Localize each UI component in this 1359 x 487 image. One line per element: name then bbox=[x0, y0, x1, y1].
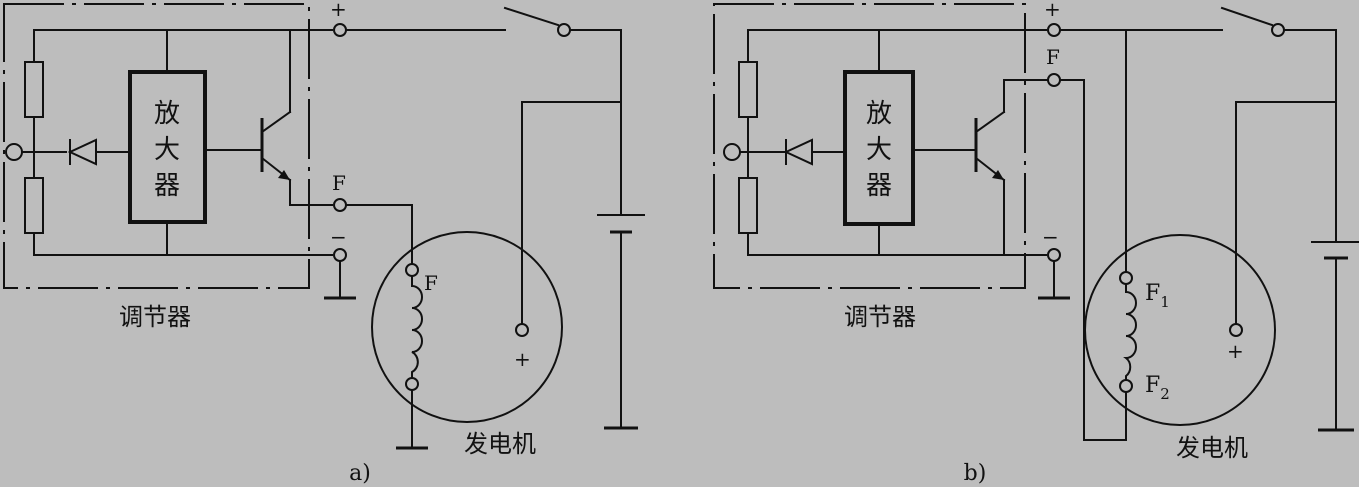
resistor-upper-a bbox=[24, 61, 44, 118]
resistor-lower-a bbox=[24, 177, 44, 234]
plus-terminal-b bbox=[1047, 23, 1061, 37]
minus-terminal-label-b: − bbox=[1042, 225, 1059, 249]
amplifier-char-1-a: 放 bbox=[154, 99, 180, 129]
field-F1-letter-b: F bbox=[1145, 281, 1160, 306]
diode-b bbox=[783, 138, 813, 166]
sense-point-a bbox=[5, 143, 23, 161]
field-terminal-top-a bbox=[405, 263, 419, 277]
generator-label-a: 发电机 bbox=[464, 430, 536, 458]
regulator-box-b bbox=[713, 3, 1026, 289]
minus-terminal-label-a: − bbox=[330, 225, 347, 249]
amplifier-char-2-a: 大 bbox=[154, 135, 180, 165]
plus-terminal-label-a: + bbox=[330, 0, 347, 21]
field-coil-a bbox=[411, 275, 423, 379]
emitter-arrow-a bbox=[278, 170, 290, 180]
field-F2-label-b: F2 bbox=[1145, 373, 1170, 403]
switch-blade-a bbox=[503, 6, 560, 27]
plus-terminal-label-b: + bbox=[1044, 0, 1061, 21]
field-F2-letter-b: F bbox=[1145, 373, 1160, 398]
field-terminal-F1-b bbox=[1119, 271, 1133, 285]
F-terminal-label-b: F bbox=[1046, 45, 1060, 69]
caption-a: a) bbox=[349, 461, 371, 486]
F-terminal-a bbox=[333, 198, 347, 212]
resistor-upper-b bbox=[738, 61, 758, 118]
minus-terminal-b bbox=[1047, 248, 1061, 262]
generator-plus-terminal-a bbox=[515, 323, 529, 337]
switch-contact-b bbox=[1271, 23, 1285, 37]
generator-plus-label-a: + bbox=[514, 347, 531, 371]
generator-F-label-a: F bbox=[424, 271, 438, 295]
amplifier-char-2-b: 大 bbox=[866, 135, 892, 165]
generator-label-b: 发电机 bbox=[1176, 434, 1248, 462]
generator-circle-b bbox=[1084, 234, 1276, 426]
switch-contact-a bbox=[557, 23, 571, 37]
panel-a: + − 放 大 器 F bbox=[3, 0, 645, 486]
resistor-lower-b bbox=[738, 177, 758, 234]
amplifier-char-3-b: 器 bbox=[866, 171, 892, 201]
minus-terminal-a bbox=[333, 248, 347, 262]
field-terminal-bottom-a bbox=[405, 377, 419, 391]
transistor-collector-a bbox=[260, 110, 292, 134]
regulator-label-b: 调节器 bbox=[844, 303, 916, 331]
switch-blade-b bbox=[1220, 6, 1274, 27]
field-F1-label-b: F1 bbox=[1145, 281, 1170, 311]
generator-circle-a bbox=[371, 231, 563, 423]
emitter-arrow-b bbox=[992, 170, 1004, 180]
caption-b: b) bbox=[964, 461, 987, 486]
regulator-box-a bbox=[3, 3, 310, 289]
generator-plus-label-b: + bbox=[1227, 339, 1244, 363]
field-F1-subscript-b: 1 bbox=[1160, 293, 1170, 311]
F-terminal-label-a: F bbox=[332, 171, 346, 195]
plus-terminal-a bbox=[333, 23, 347, 37]
amplifier-char-1-b: 放 bbox=[866, 99, 892, 129]
field-F2-subscript-b: 2 bbox=[1160, 385, 1170, 403]
field-coil-b bbox=[1123, 283, 1137, 381]
transistor-collector-b bbox=[974, 110, 1006, 134]
regulator-label-a: 调节器 bbox=[119, 303, 191, 331]
generator-plus-terminal-b bbox=[1229, 323, 1243, 337]
panel-b: + F − 放 大 器 调节器 bbox=[713, 0, 1359, 486]
field-terminal-F2-b bbox=[1119, 379, 1133, 393]
amplifier-char-3-a: 器 bbox=[154, 171, 180, 201]
sense-point-b bbox=[723, 143, 741, 161]
F-terminal-b bbox=[1047, 73, 1061, 87]
diode-a bbox=[67, 138, 97, 166]
